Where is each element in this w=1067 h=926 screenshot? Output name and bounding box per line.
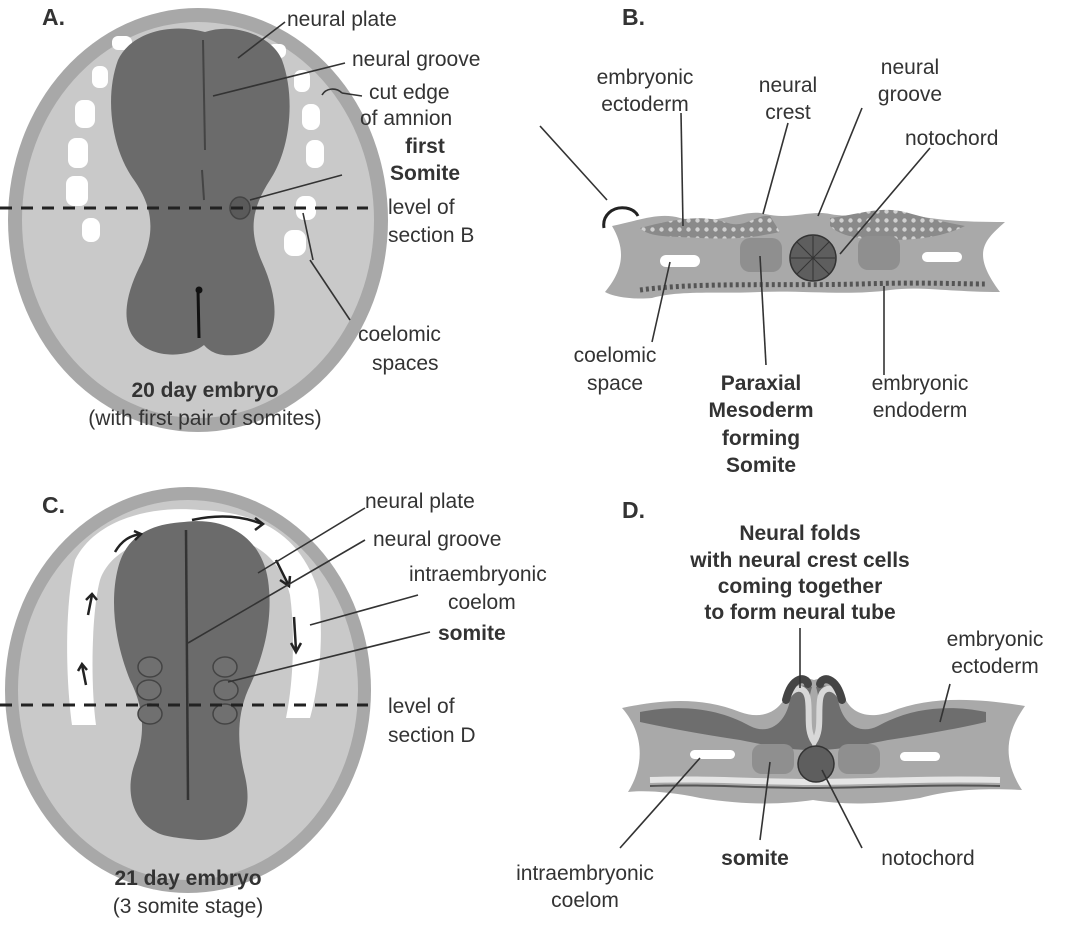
panel-a: A. <box>0 4 480 432</box>
label-cut-edge-a-line2: of amnion <box>360 107 452 130</box>
label-neural-groove-a: neural groove <box>352 48 480 71</box>
title-d-line4: to form neural tube <box>704 601 895 624</box>
section-d-notochord <box>798 746 834 782</box>
label-neural-groove-b-line1: neural <box>881 56 939 79</box>
label-emb-ectoderm-d-line2: ectoderm <box>951 655 1039 678</box>
caption-a-title: 20 day embryo <box>131 379 278 402</box>
label-level-b-line1: level of <box>388 196 455 219</box>
panel-c-letter: C. <box>42 492 65 518</box>
caption-a-subtitle: (with first pair of somites) <box>88 407 321 430</box>
title-d-line3: coming together <box>718 575 883 598</box>
label-intraembryonic-c-line1: intraembryonic <box>409 563 547 586</box>
label-somite-c: somite <box>438 622 506 645</box>
panel-d: D. Neural folds with neural crest cells … <box>516 497 1043 912</box>
label-emb-endoderm-b-line1: embryonic <box>872 372 969 395</box>
panel-b: B. embryonic ectoderm neural crest neura… <box>540 4 1005 477</box>
label-neural-groove-b-line2: groove <box>878 83 942 106</box>
label-coelomic-spaces-line1: coelomic <box>358 323 441 346</box>
label-neural-plate-c: neural plate <box>365 490 475 513</box>
label-neural-plate-a: neural plate <box>287 8 397 31</box>
label-emb-ectoderm-b-line2: ectoderm <box>601 93 689 116</box>
label-neural-crest-b-line2: crest <box>765 101 811 124</box>
section-d-drawing <box>622 679 1025 804</box>
panel-b-letter: B. <box>622 4 645 30</box>
section-d-somite-left <box>752 744 794 774</box>
label-paraxial-line2: Mesoderm <box>708 399 813 422</box>
label-emb-ectoderm-d-line1: embryonic <box>947 628 1044 651</box>
label-paraxial-line1: Paraxial <box>721 372 802 395</box>
section-b-somite-right <box>858 236 900 270</box>
label-intraembryonic-d-line2: coelom <box>551 889 619 912</box>
label-coelomic-spaces-line2: spaces <box>372 352 439 375</box>
label-emb-ectoderm-b-line1: embryonic <box>597 66 694 89</box>
embryo-a-drawing <box>8 8 388 432</box>
label-somite-d: somite <box>721 847 789 870</box>
label-cut-edge-a-line1: cut edge <box>369 81 450 104</box>
label-first-somite-line2: Somite <box>390 162 460 185</box>
label-paraxial-line3: forming <box>722 427 800 450</box>
title-d-line2: with neural crest cells <box>689 549 909 572</box>
section-d-somite-right <box>838 744 880 774</box>
label-intraembryonic-c-line2: coelom <box>448 591 516 614</box>
panel-d-letter: D. <box>622 497 645 523</box>
title-d-line1: Neural folds <box>739 522 860 545</box>
label-notochord-d: notochord <box>881 847 974 870</box>
label-intraembryonic-d-line1: intraembryonic <box>516 862 654 885</box>
label-neural-crest-b-line1: neural <box>759 74 817 97</box>
label-level-d-line2: section D <box>388 724 476 747</box>
section-b-drawing <box>604 208 1005 299</box>
label-coelomic-space-b-line1: coelomic <box>574 344 657 367</box>
label-notochord-b: notochord <box>905 127 998 150</box>
embryo-c-body <box>114 521 270 840</box>
label-level-d-line1: level of <box>388 695 455 718</box>
panel-a-letter: A. <box>42 4 65 30</box>
label-neural-groove-c: neural groove <box>373 528 501 551</box>
label-coelomic-space-b-line2: space <box>587 372 643 395</box>
label-level-b-line2: section B <box>388 224 474 247</box>
caption-c-title: 21 day embryo <box>114 867 261 890</box>
label-paraxial-line4: Somite <box>726 454 796 477</box>
label-emb-endoderm-b-line2: endoderm <box>873 399 968 422</box>
embryo-c-drawing <box>5 487 371 893</box>
label-first-somite-line1: first <box>405 135 445 158</box>
panel-c: C. <box>0 487 547 918</box>
caption-c-subtitle: (3 somite stage) <box>113 895 264 918</box>
